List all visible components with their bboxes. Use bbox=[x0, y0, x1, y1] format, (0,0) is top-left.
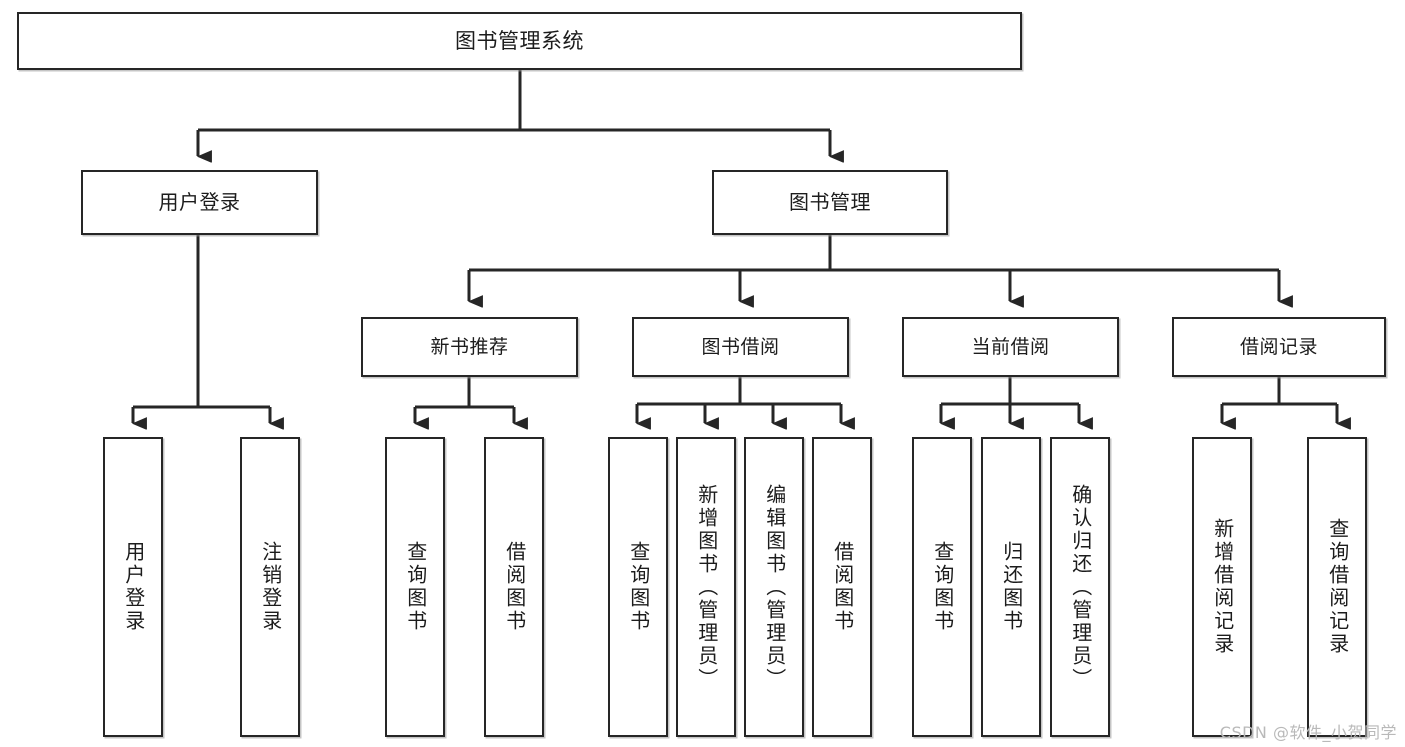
leaf-borrow-borrow-book[interactable]: 借阅图书 bbox=[812, 437, 872, 737]
csdn-watermark: CSDN @软件_小贺同学 bbox=[1219, 723, 1397, 742]
node-label: 用户登录 bbox=[121, 541, 146, 633]
leaf-new-book-query[interactable]: 查询图书 bbox=[385, 437, 445, 737]
leaf-borrow-query-book[interactable]: 查询图书 bbox=[608, 437, 668, 737]
node-label: 借阅图书 bbox=[830, 541, 855, 633]
leaf-record-query-record[interactable]: 查询借阅记录 bbox=[1307, 437, 1367, 737]
node-user-login[interactable]: 用户登录 bbox=[81, 170, 318, 235]
node-label: 注销登录 bbox=[258, 541, 283, 633]
node-root-system[interactable]: 图书管理系统 bbox=[17, 12, 1022, 70]
leaf-borrow-add-book-admin[interactable]: 新增图书（管理员） bbox=[676, 437, 736, 737]
node-label: 新增借阅记录 bbox=[1210, 518, 1235, 656]
node-book-management[interactable]: 图书管理 bbox=[712, 170, 948, 235]
leaf-borrow-edit-book-admin[interactable]: 编辑图书（管理员） bbox=[744, 437, 804, 737]
node-label: 图书管理系统 bbox=[455, 28, 584, 53]
leaf-user-login-login[interactable]: 用户登录 bbox=[103, 437, 163, 737]
node-label: 查询图书 bbox=[626, 541, 651, 633]
node-label: 查询借阅记录 bbox=[1325, 518, 1350, 656]
node-label: 编辑图书（管理员） bbox=[762, 483, 787, 691]
node-current-borrow[interactable]: 当前借阅 bbox=[902, 317, 1119, 377]
node-label: 确认归还（管理员） bbox=[1068, 483, 1093, 691]
leaf-user-login-logout[interactable]: 注销登录 bbox=[240, 437, 300, 737]
node-label: 图书管理 bbox=[789, 189, 871, 214]
leaf-current-query-book[interactable]: 查询图书 bbox=[912, 437, 972, 737]
node-label: 新书推荐 bbox=[430, 335, 509, 358]
node-label: 用户登录 bbox=[158, 189, 241, 214]
node-label: 查询图书 bbox=[930, 541, 955, 633]
node-label: 借阅记录 bbox=[1239, 335, 1318, 358]
node-new-book-recommend[interactable]: 新书推荐 bbox=[361, 317, 578, 377]
node-label: 查询图书 bbox=[403, 541, 428, 633]
node-label: 图书借阅 bbox=[701, 335, 780, 358]
node-label: 借阅图书 bbox=[502, 541, 527, 633]
node-label: 归还图书 bbox=[999, 541, 1024, 633]
leaf-record-add-record[interactable]: 新增借阅记录 bbox=[1192, 437, 1252, 737]
node-book-borrow[interactable]: 图书借阅 bbox=[632, 317, 849, 377]
node-label: 新增图书（管理员） bbox=[694, 483, 719, 691]
node-borrow-record[interactable]: 借阅记录 bbox=[1172, 317, 1386, 377]
leaf-current-return-book[interactable]: 归还图书 bbox=[981, 437, 1041, 737]
node-label: 当前借阅 bbox=[971, 335, 1050, 358]
leaf-new-book-borrow[interactable]: 借阅图书 bbox=[484, 437, 544, 737]
leaf-current-confirm-return-admin[interactable]: 确认归还（管理员） bbox=[1050, 437, 1110, 737]
